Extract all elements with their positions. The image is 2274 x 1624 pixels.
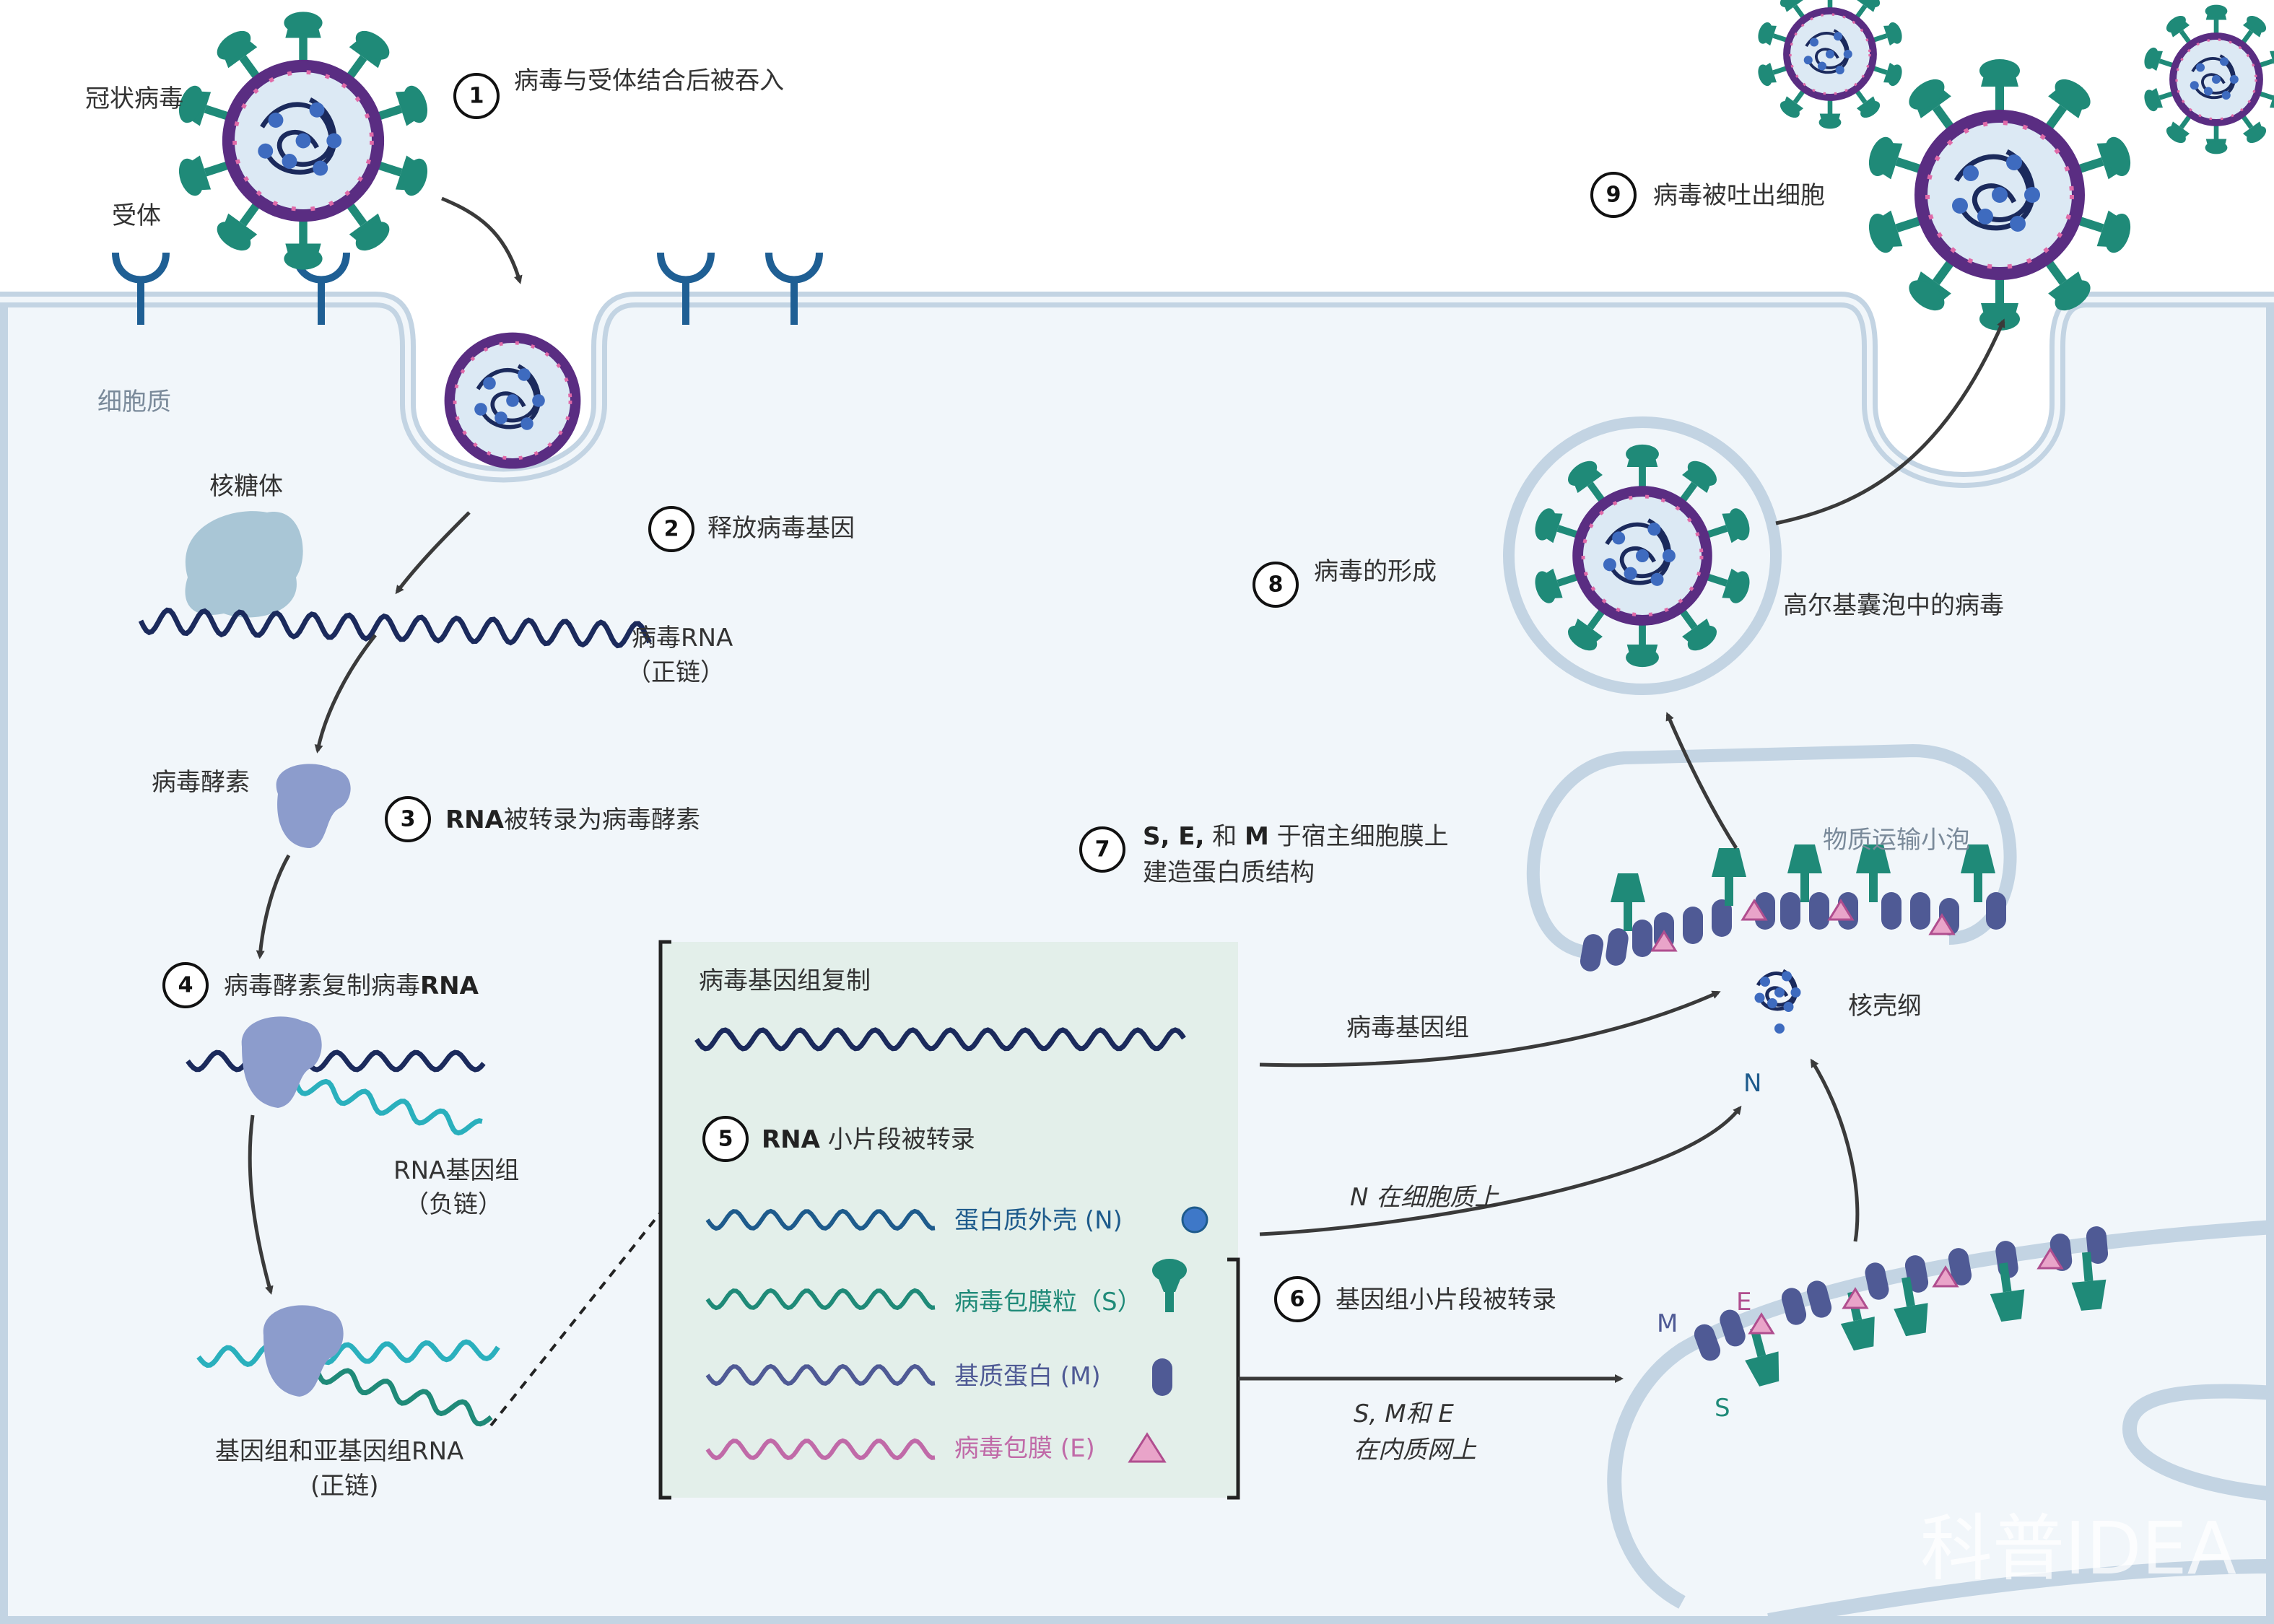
sme-er-label-1: S, M和 E [1354, 1400, 1454, 1428]
genome-rna-strand [196, 1339, 500, 1368]
step-7-text-line2: 建造蛋白质结构 [1143, 858, 1315, 887]
genome-subgenome-sublabel: (正链) [310, 1472, 379, 1501]
step-5-number: 5 [718, 1127, 733, 1152]
coronavirus-label: 冠状病毒 [85, 84, 183, 113]
step-numbers: 1 2 3 4 5 6 7 8 9 [178, 84, 1621, 1312]
step-3-number: 3 [401, 807, 416, 832]
step-4-number: 4 [178, 973, 193, 998]
genome-replication-box [661, 942, 1238, 1498]
n-cytoplasm-arrow-label: N 在细胞质上 [1350, 1183, 1499, 1212]
cytoplasm-label: 细胞质 [97, 388, 171, 416]
n-protein-dot-icon [1181, 1206, 1208, 1234]
step-7-text-line1: S, E, 和 M 于宿主细胞膜上 [1143, 822, 1449, 851]
step-8-text: 病毒的形成 [1314, 557, 1437, 586]
negative-rna-strand [293, 1078, 483, 1136]
box-item-e-label: 病毒包膜 (E) [954, 1434, 1095, 1463]
box-genome-strand [694, 1027, 1186, 1052]
genome-subgenome-label: 基因组和亚基因组RNA [215, 1437, 463, 1466]
viral-enzyme-icon [276, 764, 351, 848]
envelope-protein-icon [1128, 1432, 1167, 1463]
replicating-enzyme-icon [241, 1016, 322, 1108]
endocytosed-virus-icon [445, 333, 581, 469]
step-1-text: 病毒与受体结合后被吞入 [514, 66, 784, 95]
viral-genome-arrow-label: 病毒基因组 [1346, 1013, 1469, 1042]
step-7-number: 7 [1095, 837, 1110, 863]
step-6-text: 基因组小片段被转录 [1336, 1285, 1556, 1314]
nucleocapsid-label: 核壳纲 [1848, 992, 1922, 1021]
step-4-text: 病毒酵素复制病毒RNA [224, 972, 479, 1000]
subgenome-rna-strand [315, 1368, 493, 1427]
step-8-number: 8 [1268, 572, 1284, 598]
viral-rna-label: 病毒RNA [632, 624, 733, 652]
membrane-protein-icon [1152, 1358, 1172, 1396]
box-item-s-label: 病毒包膜粒（S） [954, 1288, 1142, 1317]
m-letter: M [1657, 1309, 1678, 1338]
step-5-text: RNA 小片段被转录 [762, 1125, 975, 1154]
step-6-number: 6 [1290, 1287, 1305, 1312]
s-rna-strand [705, 1288, 936, 1311]
endoplasmic-reticulum [1607, 1220, 2274, 1624]
viral-enzyme-label: 病毒酵素 [152, 768, 250, 797]
viral-rna-sublabel: （正链） [627, 658, 725, 687]
e-letter: E [1736, 1288, 1751, 1317]
rna-genome-label: RNA基因组 [393, 1156, 519, 1185]
step-2-number: 2 [664, 517, 679, 542]
n-letter: N [1743, 1069, 1761, 1098]
s-letter: S [1715, 1394, 1730, 1423]
transport-vesicle [1526, 743, 2017, 974]
step-1-number: 1 [469, 84, 484, 109]
transcribing-enzyme-icon [263, 1305, 344, 1397]
e-rna-strand [705, 1438, 936, 1461]
sme-er-label-2: 在内质网上 [1354, 1436, 1477, 1464]
ribosome-label: 核糖体 [209, 472, 283, 501]
viral-rna-strand [138, 607, 652, 649]
step-9-number: 9 [1606, 183, 1621, 208]
m-rna-strand [705, 1363, 936, 1387]
n-rna-strand [705, 1208, 936, 1231]
box-title: 病毒基因组复制 [699, 966, 871, 995]
ribosome-icon [185, 511, 303, 618]
flow-arrows [248, 196, 2005, 1383]
step-2-text: 释放病毒基因 [707, 514, 855, 543]
nucleocapsid-icon [1754, 969, 1801, 1034]
receptor-label: 受体 [112, 201, 161, 230]
template-rna-strand [186, 1049, 486, 1073]
watermark: 科普IDEA [1920, 1506, 2236, 1591]
golgi-vesicle [1503, 416, 1782, 695]
spike-protein-icon [1152, 1259, 1187, 1312]
transport-vesicle-label: 物质运输小泡 [1823, 826, 1970, 855]
golgi-virus-label: 高尔基囊泡中的病毒 [1783, 591, 2004, 620]
box-item-m-label: 基质蛋白 (M) [954, 1362, 1101, 1391]
step-markers [162, 73, 1637, 1322]
step-3-text: RNA被转录为病毒酵素 [445, 806, 700, 834]
step-9-text: 病毒被吐出细胞 [1653, 181, 1825, 210]
rna-genome-sublabel: （负链） [404, 1190, 502, 1219]
box-item-n-label: 蛋白质外壳 (N) [954, 1206, 1123, 1235]
